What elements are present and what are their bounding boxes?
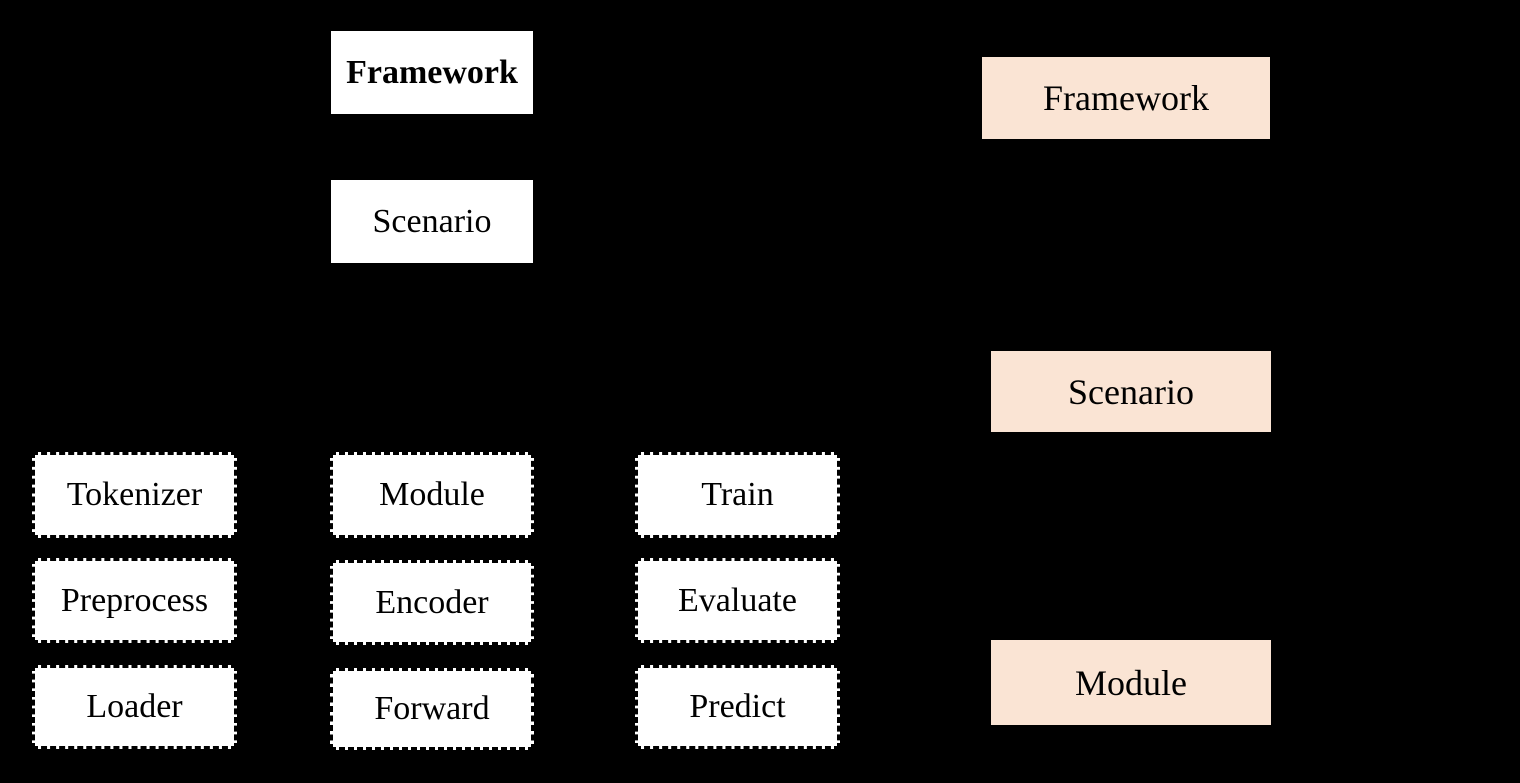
right-framework-box: Framework [982,57,1270,139]
dashed-box-preprocess: Preprocess [32,558,237,643]
left-framework-box: Framework [331,31,533,114]
dashed-box-train: Train [635,452,840,538]
dashed-box-loader: Loader [32,665,237,749]
right-scenario-box: Scenario [991,351,1271,432]
dashed-box-predict: Predict [635,665,840,749]
dashed-box-evaluate: Evaluate [635,558,840,643]
dashed-box-tokenizer: Tokenizer [32,452,237,538]
dashed-box-encoder: Encoder [330,560,534,645]
left-scenario-box: Scenario [331,180,533,263]
dashed-box-module: Module [330,452,534,538]
right-module-box: Module [991,640,1271,725]
dashed-box-forward: Forward [330,668,534,750]
